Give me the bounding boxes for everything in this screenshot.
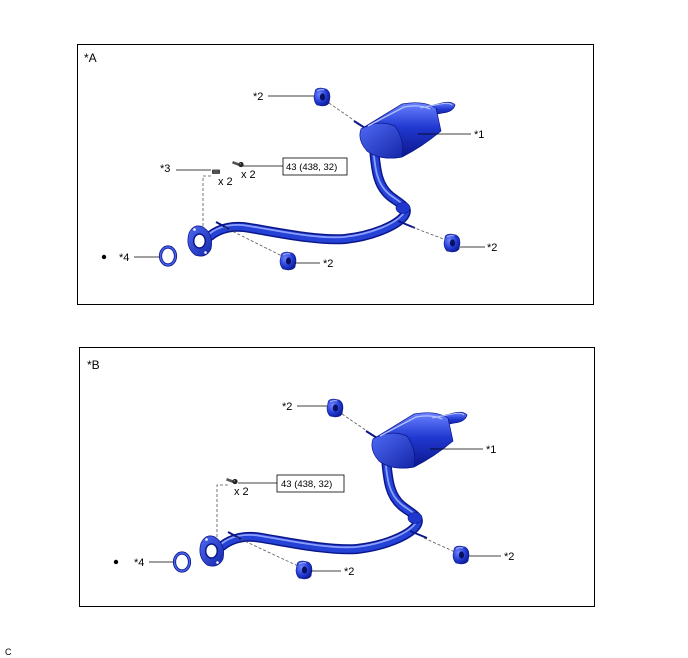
panel-a-label: *A — [84, 51, 97, 65]
stud-qty-a: x 2 — [218, 176, 233, 188]
torque-spec-box-b — [276, 474, 345, 493]
callout-gasket-a: *4 — [119, 252, 129, 264]
dash-mount-rubber-right-a — [411, 226, 447, 241]
callout-muffler-a: *1 — [474, 129, 484, 141]
stud-bolt-a — [212, 169, 220, 174]
callout-mount-rubber-bottom-b: *2 — [344, 566, 354, 578]
panel-b-frame — [79, 347, 595, 607]
figure-code: C — [5, 647, 12, 657]
bolt-qty-b: x 2 — [234, 486, 249, 498]
callout-mount-rubber-top-b: *2 — [282, 401, 292, 413]
mount-rubber-top-a — [313, 87, 331, 107]
dash-mount-rubber-right-b — [423, 537, 456, 553]
panel-b: *B *2 *1 43 (438, 32) x 2 *2 *2 *4 — [79, 347, 595, 607]
bullet-dot-b — [113, 559, 119, 565]
dash-mount-rubber-top-b — [341, 413, 368, 432]
bolt-qty-a: x 2 — [241, 169, 256, 181]
dash-mount-rubber-bottom-b — [235, 536, 299, 567]
mount-rubber-right-b — [452, 545, 470, 565]
torque-spec-box-a — [282, 157, 348, 176]
callout-mount-rubber-right-a: *2 — [487, 242, 497, 254]
panel-a-frame — [77, 44, 594, 305]
callout-mount-rubber-top-a: *2 — [253, 91, 263, 103]
torque-spec-b: 43 (438, 32) — [281, 479, 332, 490]
dash-fasteners-b — [216, 484, 228, 538]
gasket-b — [172, 551, 192, 573]
panel-b-label: *B — [87, 358, 100, 372]
dash-fasteners-a — [202, 175, 211, 228]
bolt-b — [226, 478, 238, 485]
callout-stud-bolt-a: *3 — [160, 163, 170, 175]
mount-rubber-right-a — [443, 233, 461, 253]
dash-mount-rubber-bottom-a — [223, 226, 283, 257]
torque-spec-a: 43 (438, 32) — [286, 162, 337, 173]
callout-muffler-b: *1 — [486, 444, 496, 456]
panel-a: *A *2 *1 *3 x 2 43 (438, 32) x 2 *2 — [77, 44, 594, 305]
mount-rubber-bottom-a — [279, 251, 297, 271]
dash-mount-rubber-top-a — [328, 102, 356, 122]
gasket-a — [158, 245, 178, 267]
callout-mount-rubber-bottom-a: *2 — [323, 258, 333, 270]
mount-rubber-bottom-b — [295, 560, 313, 580]
callout-gasket-b: *4 — [134, 557, 144, 569]
bolt-a — [232, 161, 244, 168]
bullet-dot-a — [101, 254, 107, 260]
mount-rubber-top-b — [326, 398, 344, 418]
callout-mount-rubber-right-b: *2 — [504, 551, 514, 563]
